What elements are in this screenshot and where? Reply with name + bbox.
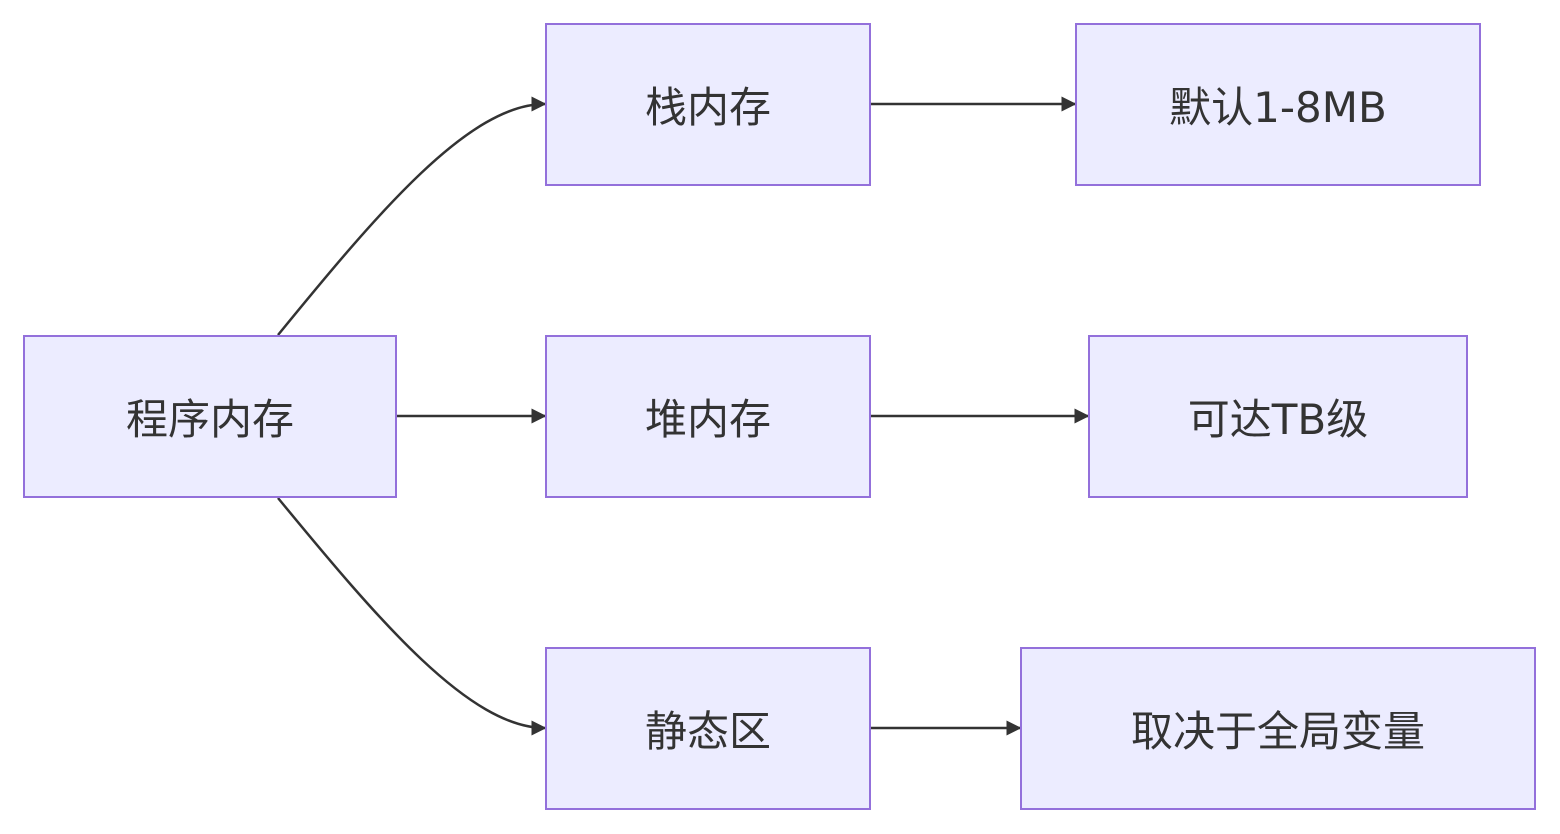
edge-program-to-static (277, 497, 547, 736)
node-label: 堆内存 (644, 395, 771, 444)
node-label: 静态区 (644, 707, 771, 756)
node-label: 栈内存 (644, 83, 771, 132)
node-label: 程序内存 (125, 395, 294, 444)
node-static-area: 静态区 (545, 647, 871, 810)
node-label: 默认1-8MB (1169, 83, 1387, 132)
node-heap-size: 可达TB级 (1088, 335, 1468, 498)
node-stack-memory: 栈内存 (545, 23, 871, 186)
edge-program-to-stack (277, 96, 547, 336)
node-program-memory: 程序内存 (23, 335, 397, 498)
node-label: 取决于全局变量 (1130, 707, 1425, 756)
node-label: 可达TB级 (1187, 395, 1369, 444)
node-static-size: 取决于全局变量 (1020, 647, 1536, 810)
node-stack-size: 默认1-8MB (1075, 23, 1481, 186)
node-heap-memory: 堆内存 (545, 335, 871, 498)
